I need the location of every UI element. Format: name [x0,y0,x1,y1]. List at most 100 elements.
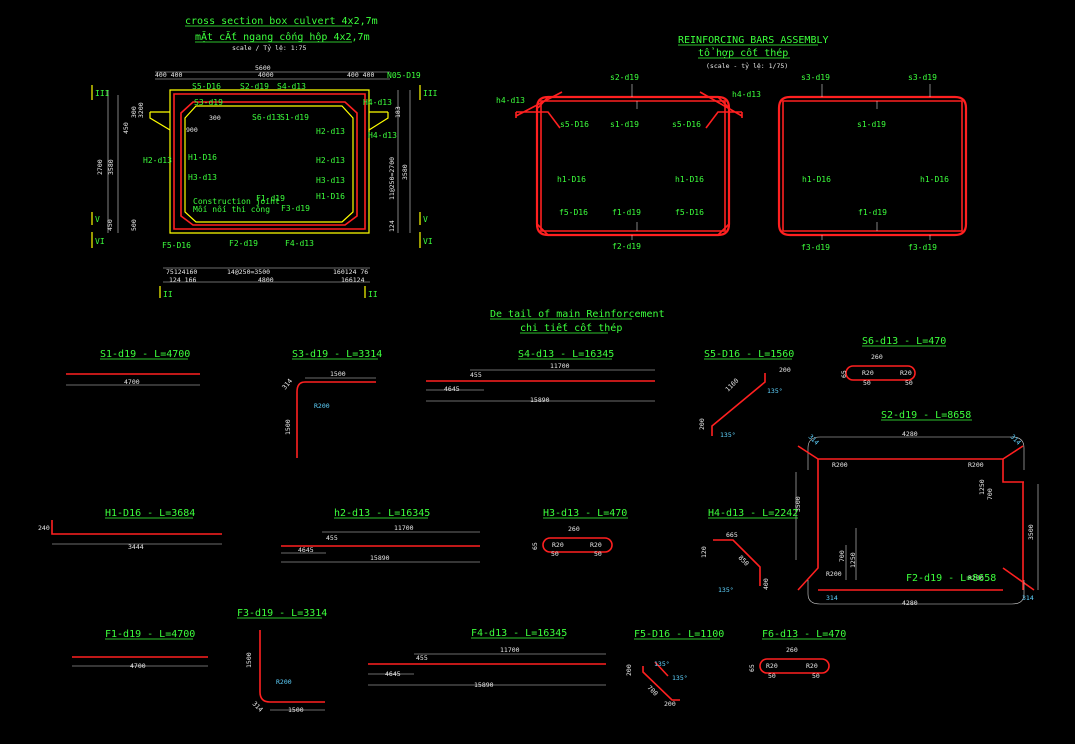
bar-s3-a: 1500 [330,370,346,378]
bar-s6-c: 50 [863,379,871,387]
bar-f6-r1: R20 [766,662,778,670]
bar-s5-title: S5-D16 - L=1560 [704,349,794,360]
bar-f3: F3-d19 - L=3314 1500 1500 R200 314 [237,608,327,714]
bar-s5-ang2: 135° [720,431,736,439]
bar-s3-c: 314 [280,377,294,391]
bar-f5-title: F5-D16 - L=1100 [634,629,724,640]
lbl-s3: S3-d19 [194,98,223,107]
bar-h4: H4-d13 - L=2242 665 120 850 400 135° [700,508,798,594]
bar-f6: F6-d13 - L=470 260 65 R20 R20 50 50 [748,629,846,680]
asm-right-f1: f1-d19 [858,208,887,217]
cross-section: cross section box culvert 4x2,7m mẶt cẮt… [91,16,438,299]
dim-left-2700: 2700 [96,159,104,175]
bar-h1-title: H1-D16 - L=3684 [105,508,195,519]
bar-f5-ang1: 135° [654,660,670,668]
assembly-right-frame [777,95,968,237]
bar-h4-b: 120 [700,546,708,558]
dim-bottom-right2: 166124 [341,276,365,284]
cut-iii-right: III [423,89,438,98]
bar-h4-d: 400 [762,578,770,590]
asm-left-s2: s2-d19 [610,73,639,82]
culvert-outer [149,89,389,234]
lbl-h2a: H2-d13 [316,127,345,136]
bar-h4-a: 665 [726,531,738,539]
bar-s2-c2: 314 [1009,433,1023,447]
lbl-s6: S6-d13 [252,113,281,122]
detail-title-vn: chi tiết cốt thép [520,322,622,334]
dim-right-124: 124 [388,220,396,232]
bar-f2-title: F2-d19 - L=8658 [906,573,996,584]
bar-s2-v3: 3500 [794,496,802,512]
asm-right-s1: s1-d19 [857,120,886,129]
bar-h4-ang: 135° [718,586,734,594]
dim-top-inner: 4000 [258,71,274,79]
bar-h1-a: 3444 [128,543,144,551]
bar-s4-a: 11700 [550,362,570,370]
bar-s6-d: 50 [905,379,913,387]
bar-h3-d: 50 [594,550,602,558]
bar-h2-title: h2-d13 - L=16345 [334,508,430,519]
bar-s4-d: 15890 [530,396,550,404]
asm-right-h1b: h1-D16 [920,175,949,184]
lbl-f4: F4-d13 [285,239,314,248]
asm-right-s3b: s3-d19 [908,73,937,82]
bar-f2-r1: R200 [826,570,842,578]
asm-left-f1: f1-d19 [612,208,641,217]
lbl-h3b: H3-d13 [316,176,345,185]
lbl-joint-vn: Mối nối thi công [193,204,270,214]
bar-s5-c: 200 [698,418,706,430]
bar-s6-r1: R20 [862,369,874,377]
lbl-n05: N05-D19 [387,71,421,80]
bar-s6-r2: R20 [900,369,912,377]
lbl-h1a: H1-D16 [188,153,217,162]
bar-f5: F5-D16 - L=1100 135° 135° 200 700 200 [625,629,724,708]
lbl-f2: F2-d19 [229,239,258,248]
bar-h2-d: 15890 [370,554,390,562]
bar-f1: F1-d19 - L=4700 4700 [72,629,208,670]
bar-f6-r2: R20 [806,662,818,670]
dim-top-left: 400 400 [155,71,182,79]
assembly-title-en: REINFORCING BARS ASSEMBLY [678,35,829,46]
bar-s3-b: 1500 [284,419,292,435]
bar-f6-c: 50 [768,672,776,680]
lbl-h2b: H2-d13 [143,156,172,165]
bar-f4: F4-d13 - L=16345 11700 455 4645 15890 [368,628,606,689]
bar-s2-v2: 700 [986,488,994,500]
bar-s6-title: S6-d13 - L=470 [862,336,946,347]
bar-f1-title: F1-d19 - L=4700 [105,629,195,640]
bar-f6-title: F6-d13 - L=470 [762,629,846,640]
cut-ii-left: II [163,290,173,299]
dim-bottom-right: 160124 76 [333,268,368,276]
bar-f2-v1: 1250 [849,552,857,568]
bar-f4-d: 15890 [474,681,494,689]
asm-left-s1: s1-d19 [610,120,639,129]
lbl-h1b: H1-D16 [316,192,345,201]
bar-f2-v2: 700 [838,550,846,562]
bar-h2-c: 4645 [298,546,314,554]
dim-bottom-left: 75124160 [166,268,197,276]
lbl-h4a: H4-d13 [363,98,392,107]
bar-s2-r2: R200 [968,461,984,469]
asm-left-h4b: h4-d13 [732,90,761,99]
bar-h3-title: H3-d13 - L=470 [543,508,627,519]
asm-right-s3: s3-d19 [801,73,830,82]
cut-ii-right: II [368,290,378,299]
section-scale: scale / Tỷ lệ: 1:75 [232,44,306,52]
lbl-300: 300 [209,114,221,122]
bar-f4-title: F4-d13 - L=16345 [471,628,567,639]
bar-f5-c: 200 [664,700,676,708]
culvert-inner [184,105,354,223]
cut-vi-left: VI [95,237,105,246]
dim-top-total: 5600 [255,64,271,72]
asm-left-f2: f2-d19 [612,242,641,251]
bar-s3-title: S3-d19 - L=3314 [292,349,382,360]
asm-right-f3a: f3-d19 [801,243,830,252]
dim-left-450b: 450 [106,219,114,231]
dim-right-2700: 11@250=2700 [388,157,396,200]
bar-h2-a: 11700 [394,524,414,532]
lbl-h3a: H3-d13 [188,173,217,182]
bar-s4: S4-d13 - L=16345 11700 455 4645 15890 [426,349,655,404]
lbl-s1: S1-d19 [280,113,309,122]
cut-v-left: V [95,215,100,224]
